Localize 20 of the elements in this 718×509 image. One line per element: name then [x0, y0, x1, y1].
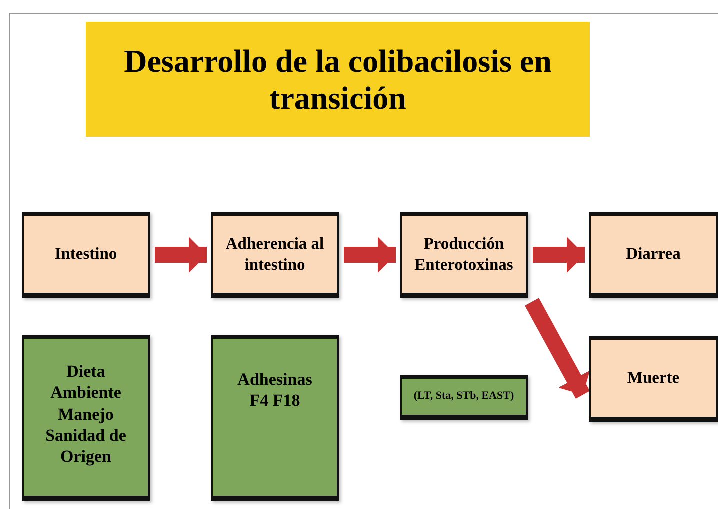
- box-label: Dieta Ambiente Manejo Sanidad de Origen: [44, 361, 128, 468]
- process-box: [211, 335, 339, 501]
- process-box: [400, 212, 528, 298]
- box-label: (LT, Sta, STb, EAST): [414, 390, 514, 404]
- box-label: Adhesinas F4 F18: [236, 369, 314, 412]
- box-label: Producción Enterotoxinas: [414, 234, 514, 276]
- process-box: [400, 375, 528, 420]
- process-box: [22, 212, 150, 298]
- process-box: [589, 336, 718, 422]
- process-box: [589, 212, 718, 298]
- block-arrow: [155, 237, 207, 273]
- block-arrow: [533, 237, 585, 273]
- box-label: Diarrea: [626, 244, 681, 265]
- process-box: [211, 212, 339, 298]
- box-label: Intestino: [54, 244, 118, 265]
- process-box: [22, 335, 150, 501]
- block-arrow: [344, 237, 396, 273]
- box-label: Muerte: [627, 368, 680, 389]
- title-banner: Desarrollo de la colibacilosis en transición: [86, 22, 590, 137]
- box-label: Adherencia al intestino: [224, 234, 326, 276]
